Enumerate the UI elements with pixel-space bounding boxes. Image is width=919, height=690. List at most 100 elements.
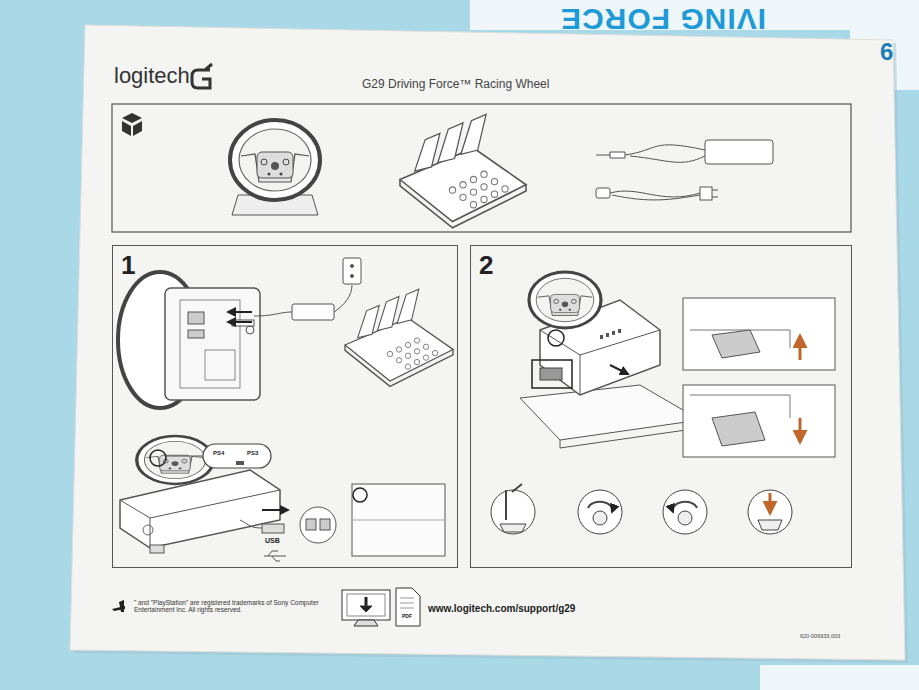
wheel-mounted — [540, 330, 660, 395]
usb-cable — [306, 519, 316, 530]
part-code: 620-006933.003 — [800, 633, 840, 639]
wheel-mounted — [600, 335, 603, 339]
desk — [520, 385, 700, 448]
ps-logo — [119, 600, 124, 612]
wheel-with-base — [230, 120, 320, 215]
knob-steps — [491, 484, 792, 534]
desk — [560, 420, 700, 448]
panel-1-art — [345, 289, 453, 386]
panel-1-art — [236, 461, 244, 465]
usb-cable — [264, 551, 286, 561]
wheel-back — [165, 288, 260, 400]
power-adapter — [705, 140, 773, 164]
power-adapter — [596, 152, 625, 158]
box-print: 6 — [880, 38, 893, 66]
panel-1-art — [203, 444, 271, 468]
box-background — [760, 665, 919, 690]
adapter-and-outlet — [351, 275, 354, 278]
knob-steps — [578, 490, 622, 534]
sheet-title: G29 Driving Force™ Racing Wheel — [362, 77, 549, 91]
top-panel — [112, 104, 851, 232]
support-url: www.logitech.com/support/g29 — [428, 603, 575, 615]
paper-sheet — [70, 25, 908, 663]
power-adapter — [596, 140, 773, 164]
icon-label: PDF — [402, 614, 412, 620]
top-panel — [112, 104, 851, 232]
top-panel — [400, 114, 526, 227]
download-icon — [347, 594, 385, 616]
wheel-mounted — [612, 331, 615, 335]
console — [352, 484, 445, 556]
download-icon — [354, 620, 378, 626]
port-label: USB — [265, 537, 280, 545]
switch-label: PS4 — [213, 450, 224, 457]
usb-cable — [300, 507, 336, 543]
knob-steps — [769, 493, 772, 513]
wheel-back — [246, 326, 254, 334]
detail-up — [683, 298, 835, 370]
power-adapter — [630, 156, 705, 162]
pdf-icon — [396, 588, 420, 626]
wheel-mounted — [618, 329, 621, 333]
wheel-mounted — [532, 360, 572, 388]
panel-1-art — [118, 258, 453, 561]
power-adapter — [625, 145, 705, 155]
box-icon — [122, 121, 131, 136]
usb-cable — [240, 507, 336, 561]
wheel-mounted — [540, 368, 562, 380]
wheel-back — [118, 272, 260, 408]
adapter-and-outlet — [343, 258, 361, 284]
step-panel: 2 — [470, 245, 852, 568]
knob-steps — [506, 484, 522, 520]
panel-2-art — [610, 365, 628, 374]
box-icon — [122, 113, 142, 123]
knob-steps — [500, 524, 526, 532]
wheel-back — [188, 312, 204, 324]
ps-logo — [112, 606, 125, 611]
detail-down — [683, 385, 835, 457]
usb-cable — [262, 509, 288, 511]
console — [352, 520, 445, 521]
panel-2-art — [491, 272, 835, 534]
switch-label: PS3 — [247, 450, 258, 457]
download-icon — [342, 590, 390, 620]
console — [353, 488, 367, 502]
adapter-and-outlet — [351, 265, 354, 268]
wheel-on-base — [120, 436, 280, 553]
wheel-on-base — [137, 436, 214, 484]
adapter-and-outlet — [254, 312, 292, 316]
usb-cable — [320, 519, 330, 530]
panel-1-art — [228, 311, 252, 313]
detail-up — [799, 336, 802, 360]
brand-logo: logitech — [114, 63, 190, 88]
detail-down — [712, 412, 765, 446]
knob-steps — [678, 511, 692, 525]
wheel-on-base — [143, 525, 153, 535]
box-icon — [133, 121, 142, 136]
download-icon — [342, 590, 390, 626]
box-icon — [122, 113, 142, 136]
knob-steps — [663, 490, 707, 534]
box-print: IVING FORCE — [560, 1, 766, 36]
knob-steps — [758, 520, 782, 530]
adapter-and-outlet — [334, 285, 352, 312]
paper-sheet — [70, 25, 905, 660]
usb-cable — [240, 520, 262, 528]
wheel-mounted — [600, 329, 621, 339]
power-cord — [610, 191, 700, 197]
panel-1-art — [150, 450, 166, 466]
ps-logo — [112, 600, 125, 612]
panel-1-art — [166, 456, 205, 457]
wheel-back — [205, 350, 235, 380]
footer-art — [112, 64, 420, 626]
step-number: 2 — [479, 252, 493, 278]
knob-steps — [673, 502, 697, 512]
knob-steps — [593, 511, 607, 525]
download-icon — [360, 606, 372, 612]
detail-down — [683, 385, 835, 457]
pdf-icon — [400, 598, 414, 608]
wheel-on-base — [150, 545, 164, 553]
power-cord — [596, 187, 718, 200]
